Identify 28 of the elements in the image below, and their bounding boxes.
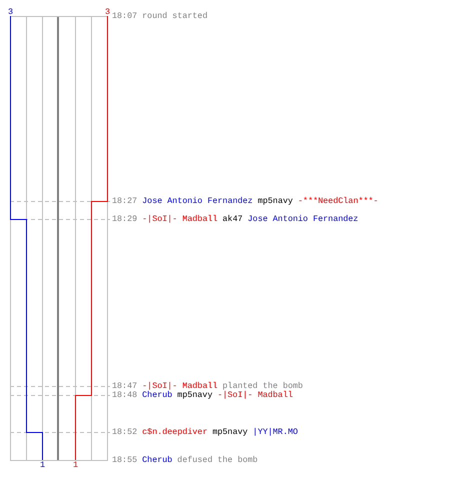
player-name: -|SoI|- Madball [142, 382, 218, 391]
event-text: planted the bomb [222, 382, 303, 391]
player-name: c$n.deepdiver [142, 428, 208, 437]
player-name: -|SoI|- Madball [142, 215, 218, 224]
timestamp: 18:48 [112, 391, 138, 400]
count-label: 3 [8, 8, 14, 16]
player-name: Jose Antonio Fernandez [248, 215, 358, 224]
event-text: defused the bomb [177, 456, 258, 465]
count-label: 1 [72, 460, 78, 470]
player-name: Cherub [142, 456, 172, 465]
timestamp: 18:47 [112, 382, 138, 391]
timestamp: 18:29 [112, 215, 138, 224]
player-name: -***NeedClan***- [298, 197, 378, 206]
player-name: -|SoI|- Madball [217, 391, 293, 400]
weapon-name: ak47 [222, 215, 243, 224]
count-label: 3 [104, 8, 110, 16]
player-name: |YY|MR.MO [252, 428, 298, 437]
timestamp: 18:55 [112, 456, 138, 465]
event-text: round started [142, 12, 208, 21]
weapon-name: mp5navy [212, 428, 248, 437]
weapon-name: mp5navy [177, 391, 212, 400]
player-name: Cherub [142, 391, 172, 400]
weapon-name: mp5navy [258, 197, 293, 206]
timestamp: 18:52 [112, 428, 138, 437]
timestamp: 18:07 [112, 12, 138, 21]
count-label: 1 [40, 460, 46, 470]
timestamp: 18:27 [112, 197, 138, 206]
player-name: Jose Antonio Fernandez [142, 197, 253, 206]
